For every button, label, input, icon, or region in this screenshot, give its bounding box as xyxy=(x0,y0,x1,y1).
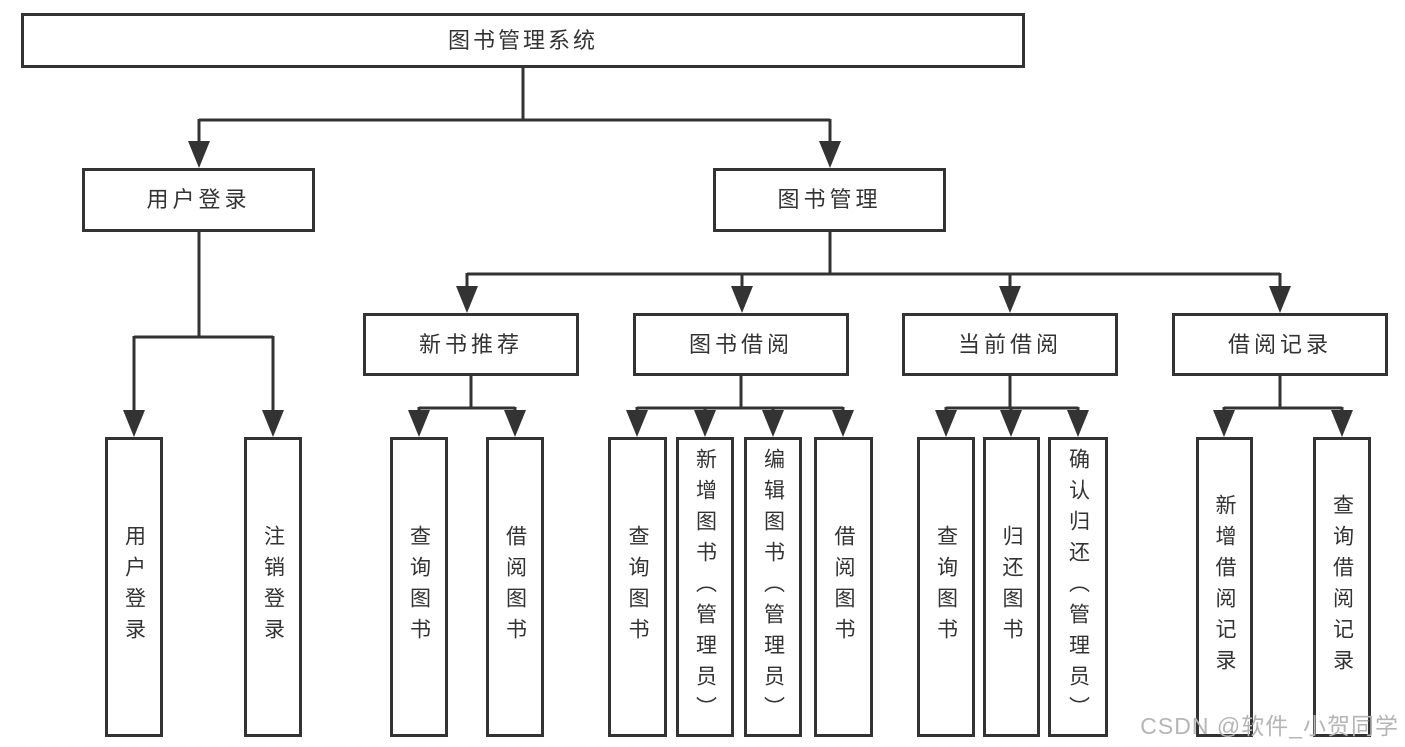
node-label: 用户登录 xyxy=(146,187,251,212)
node-book-management: 图书管理 xyxy=(713,168,946,232)
leaf-borrow-books-recommend: 借阅图书 xyxy=(486,437,544,737)
node-label: 借阅记录 xyxy=(1227,331,1332,357)
node-new-book-recommend: 新书推荐 xyxy=(363,313,579,376)
node-label: 查询借阅记录 xyxy=(1330,494,1354,680)
leaf-add-borrow-record: 新增借阅记录 xyxy=(1196,437,1253,737)
node-label: 确认归还（管理员） xyxy=(1066,447,1090,727)
node-label: 新书推荐 xyxy=(418,331,523,357)
node-label: 图书借阅 xyxy=(688,331,793,357)
node-label: 查询图书 xyxy=(407,525,431,649)
leaf-query-books-current: 查询图书 xyxy=(917,437,975,737)
node-label: 新增借阅记录 xyxy=(1213,494,1236,680)
watermark-text: CSDN @软件_小贺同学 xyxy=(1140,713,1399,739)
node-label: 编辑图书（管理员） xyxy=(761,447,785,727)
node-label: 归还图书 xyxy=(1000,525,1023,649)
leaf-add-books-admin: 新增图书（管理员） xyxy=(676,437,734,737)
node-label: 当前借阅 xyxy=(957,331,1062,357)
leaf-query-books-recommend: 查询图书 xyxy=(390,437,448,737)
leaf-return-books: 归还图书 xyxy=(983,437,1040,737)
node-label: 图书管理 xyxy=(777,187,882,212)
node-label: 图书管理系统 xyxy=(447,27,598,53)
node-label: 借阅图书 xyxy=(503,525,527,649)
node-label: 查询图书 xyxy=(934,525,958,649)
node-borrowing-records: 借阅记录 xyxy=(1172,313,1388,376)
node-user-login: 用户登录 xyxy=(82,168,315,232)
leaf-query-books-borrow: 查询图书 xyxy=(608,437,667,737)
node-label: 新增图书（管理员） xyxy=(693,447,717,727)
node-label: 查询图书 xyxy=(626,525,649,649)
node-label: 用户登录 xyxy=(122,525,146,649)
leaf-user-login: 用户登录 xyxy=(105,437,163,737)
node-book-borrowing: 图书借阅 xyxy=(633,313,849,376)
leaf-query-borrow-record: 查询借阅记录 xyxy=(1313,437,1371,737)
leaf-logout: 注销登录 xyxy=(244,437,302,737)
node-label: 注销登录 xyxy=(261,525,285,649)
node-label: 借阅图书 xyxy=(832,525,855,649)
leaf-borrow-books: 借阅图书 xyxy=(814,437,873,737)
leaf-confirm-return-admin: 确认归还（管理员） xyxy=(1048,437,1108,737)
leaf-edit-books-admin: 编辑图书（管理员） xyxy=(744,437,802,737)
node-library-system: 图书管理系统 xyxy=(21,13,1025,68)
node-current-borrowing: 当前借阅 xyxy=(902,313,1118,376)
